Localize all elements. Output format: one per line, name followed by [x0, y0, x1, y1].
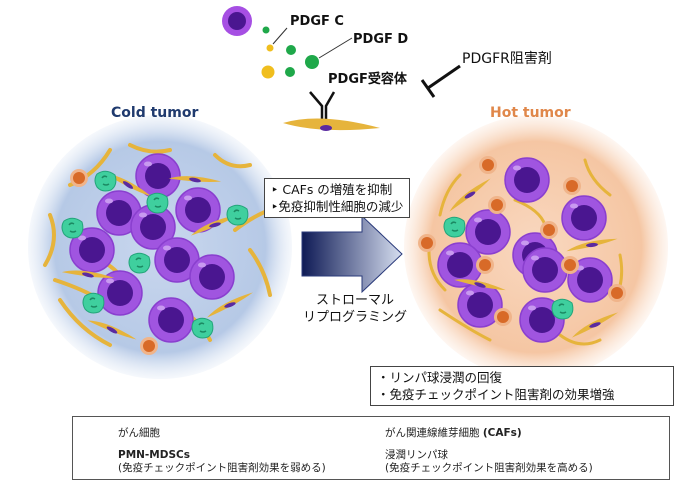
- legend-mdsc-name: PMN-MDSCs: [118, 449, 190, 461]
- hot-tumor-cafs: [427, 158, 624, 346]
- reprogramming-label-line2: リプログラミング: [302, 310, 407, 325]
- hot-tumor-title: Hot tumor: [490, 105, 571, 121]
- fibroblast-icon: [283, 118, 380, 131]
- legend: [72, 416, 670, 480]
- pdgfr-inhibitor-label: PDGFR阻害剤: [462, 51, 552, 67]
- pdgf-source-cell: [222, 6, 252, 36]
- legend-caf-label: がん関連線維芽細胞 (CAFs): [385, 427, 522, 440]
- pdgf-d-leader: [318, 37, 353, 59]
- reprogramming-arrow-icon: [301, 214, 403, 294]
- cold-tumor-title: Cold tumor: [111, 105, 199, 121]
- legend-lymphocyte-name: 浸潤リンパ球: [385, 449, 448, 461]
- legend-lymphocyte-note: (免疫チェックポイント阻害剤効果を高める): [385, 462, 593, 474]
- legend-mdsc-label: PMN-MDSCs (免疫チェックポイント阻害剤効果を弱める): [118, 449, 326, 475]
- pdgf-receptor-label: PDGF受容体: [328, 72, 407, 87]
- legend-mdsc-note: (免疫チェックポイント阻害剤効果を弱める): [118, 462, 326, 474]
- outcome-line: ・免疫チェックポイント阻害剤の効果増強: [377, 387, 615, 402]
- legend-cancer-cell-label: がん細胞: [118, 427, 160, 439]
- reprogramming-label-line1: ストローマル: [315, 293, 394, 308]
- pdgf-c-leader: [272, 27, 288, 45]
- outcome-line: ・リンパ球浸潤の回復: [377, 370, 503, 385]
- outcome-box: ・リンパ球浸潤の回復 ・免疫チェックポイント阻害剤の効果増強: [370, 366, 674, 406]
- pdgf-c-label: PDGF C: [290, 14, 344, 29]
- effects-line: ‣ CAFs の増殖を抑制: [271, 182, 393, 197]
- pdgf-molecules: [261, 26, 319, 79]
- reprogramming-label: ストローマル リプログラミング: [300, 292, 410, 326]
- effects-box: ‣ CAFs の増殖を抑制 ‣免疫抑制性細胞の減少: [264, 178, 411, 218]
- legend-lymphocyte-label: 浸潤リンパ球 (免疫チェックポイント阻害剤効果を高める): [385, 449, 593, 475]
- inhibitor-blocker-icon: [420, 64, 461, 98]
- effects-line: ‣免疫抑制性細胞の減少: [271, 199, 404, 214]
- legend-caf-abbr: (CAFs): [482, 427, 522, 439]
- pdgf-d-label: PDGF D: [353, 32, 409, 47]
- legend-caf-name: がん関連線維芽細胞: [385, 427, 480, 439]
